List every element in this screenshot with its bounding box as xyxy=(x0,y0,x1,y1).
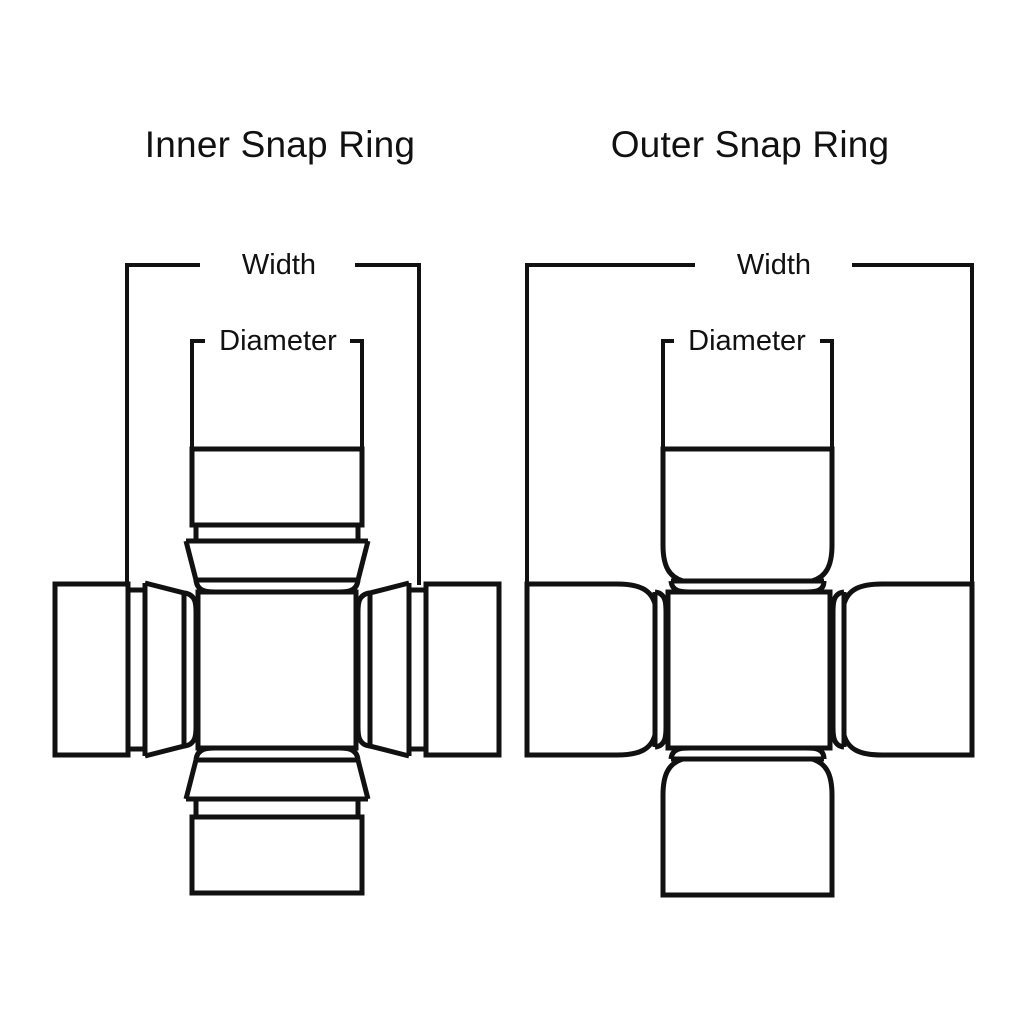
diameter-dimension-bracket-left xyxy=(190,339,364,449)
inner-snap-ring-figure xyxy=(52,263,502,896)
top-bearing-cup-inner xyxy=(183,446,371,595)
bottom-bearing-cup-inner xyxy=(183,745,371,896)
width-label-inner: Width xyxy=(205,248,353,282)
top-bearing-cup-outer xyxy=(660,446,835,595)
width-dimension-bracket-right xyxy=(525,263,974,585)
page-title-inner-snap-ring: Inner Snap Ring xyxy=(144,124,416,165)
bottom-bearing-cup-outer xyxy=(660,745,835,898)
right-bearing-cup-outer xyxy=(830,581,975,758)
outer-snap-ring-figure xyxy=(524,263,975,898)
cross-center-body-inner xyxy=(195,589,359,751)
diameter-dimension-bracket-right xyxy=(661,339,834,449)
width-label-outer: Width xyxy=(700,248,848,282)
diameter-label-outer: Diameter xyxy=(676,324,818,358)
left-bearing-cup-outer xyxy=(524,581,669,758)
width-dimension-bracket-left xyxy=(125,263,421,585)
cross-center-body-outer xyxy=(665,589,833,751)
right-bearing-cup-inner xyxy=(355,580,502,759)
page-title-outer-snap-ring: Outer Snap Ring xyxy=(610,124,890,165)
diameter-label-inner: Diameter xyxy=(207,324,349,358)
left-bearing-cup-inner xyxy=(52,580,199,759)
